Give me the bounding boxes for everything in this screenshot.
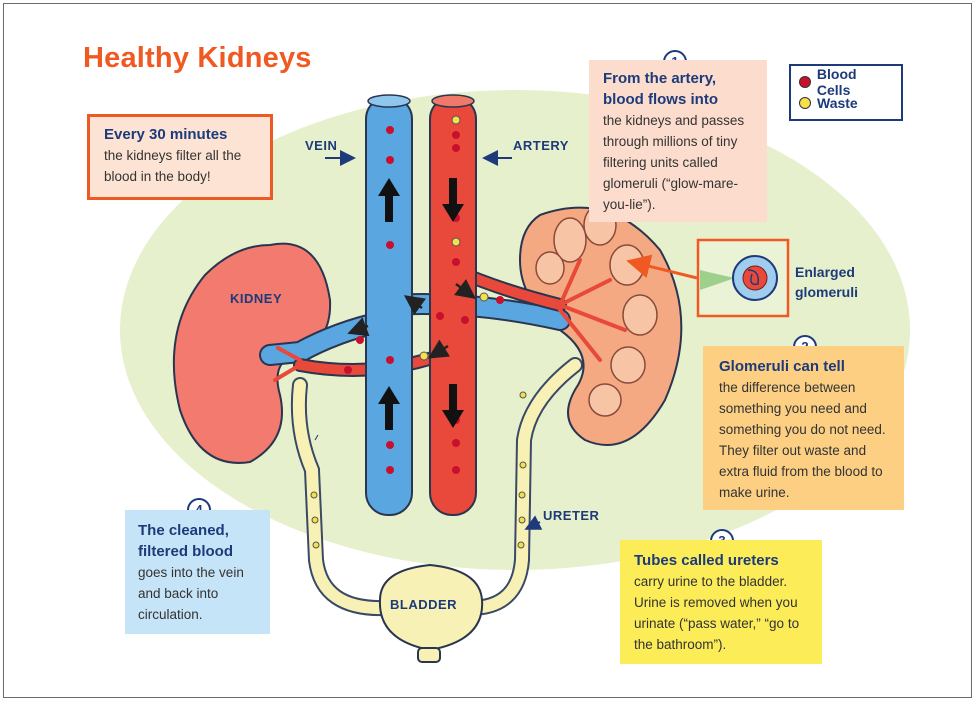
waste-icon: [799, 96, 811, 109]
up-arrow-icon: [378, 178, 400, 430]
box-body: goes into the vein and back into circula…: [138, 565, 244, 622]
artery-vessel: [429, 96, 477, 516]
box-heading: Glomeruli can tell: [719, 358, 845, 375]
legend-label: Blood Cells: [816, 65, 857, 98]
left-kidney: [172, 242, 332, 464]
ureter-label: URETER: [543, 508, 600, 523]
glomeruli-label: glomeruli: [795, 284, 859, 300]
box-body: the kidneys and passes through millions …: [603, 113, 745, 212]
box-heading: From the artery, blood flows into: [603, 70, 718, 108]
bladder: [378, 563, 484, 652]
vein-label: VEIN: [305, 138, 338, 153]
step-box-2: Glomeruli can tell the difference betwee…: [703, 346, 904, 510]
bladder-label: BLADDER: [390, 597, 458, 612]
legend-item-blood-cells: Blood Cells: [799, 66, 893, 98]
legend-label: Waste: [817, 94, 858, 111]
legend-item-waste: Waste: [799, 92, 893, 113]
step-box-4: The cleaned, filtered blood goes into th…: [125, 510, 270, 634]
box-heading: Every 30 minutes: [104, 126, 228, 143]
down-arrow-icon: [442, 178, 464, 428]
legend: Blood Cells Waste: [789, 64, 903, 121]
box-body: the kidneys filter all the blood in the …: [104, 148, 242, 184]
step-box-3: Tubes called ureters carry urine to the …: [620, 540, 822, 664]
fact-box-30-minutes: Every 30 minutes the kidneys filter all …: [87, 114, 273, 200]
box-body: carry urine to the bladder. Urine is rem…: [634, 574, 800, 652]
box-body: the difference between something you nee…: [719, 380, 886, 500]
blood-cell-icon: [799, 75, 811, 88]
box-heading: The cleaned, filtered blood: [138, 522, 233, 560]
callout-arrow-icon: [626, 254, 698, 280]
artery-label: ARTERY: [513, 138, 569, 153]
page-title: Healthy Kidneys: [83, 42, 312, 74]
box-heading: Tubes called ureters: [634, 552, 779, 569]
enlarged-label: Enlarged: [795, 264, 855, 280]
kidney-label: KIDNEY: [230, 291, 283, 306]
step-box-1: From the artery, blood flows into the ki…: [589, 60, 767, 222]
